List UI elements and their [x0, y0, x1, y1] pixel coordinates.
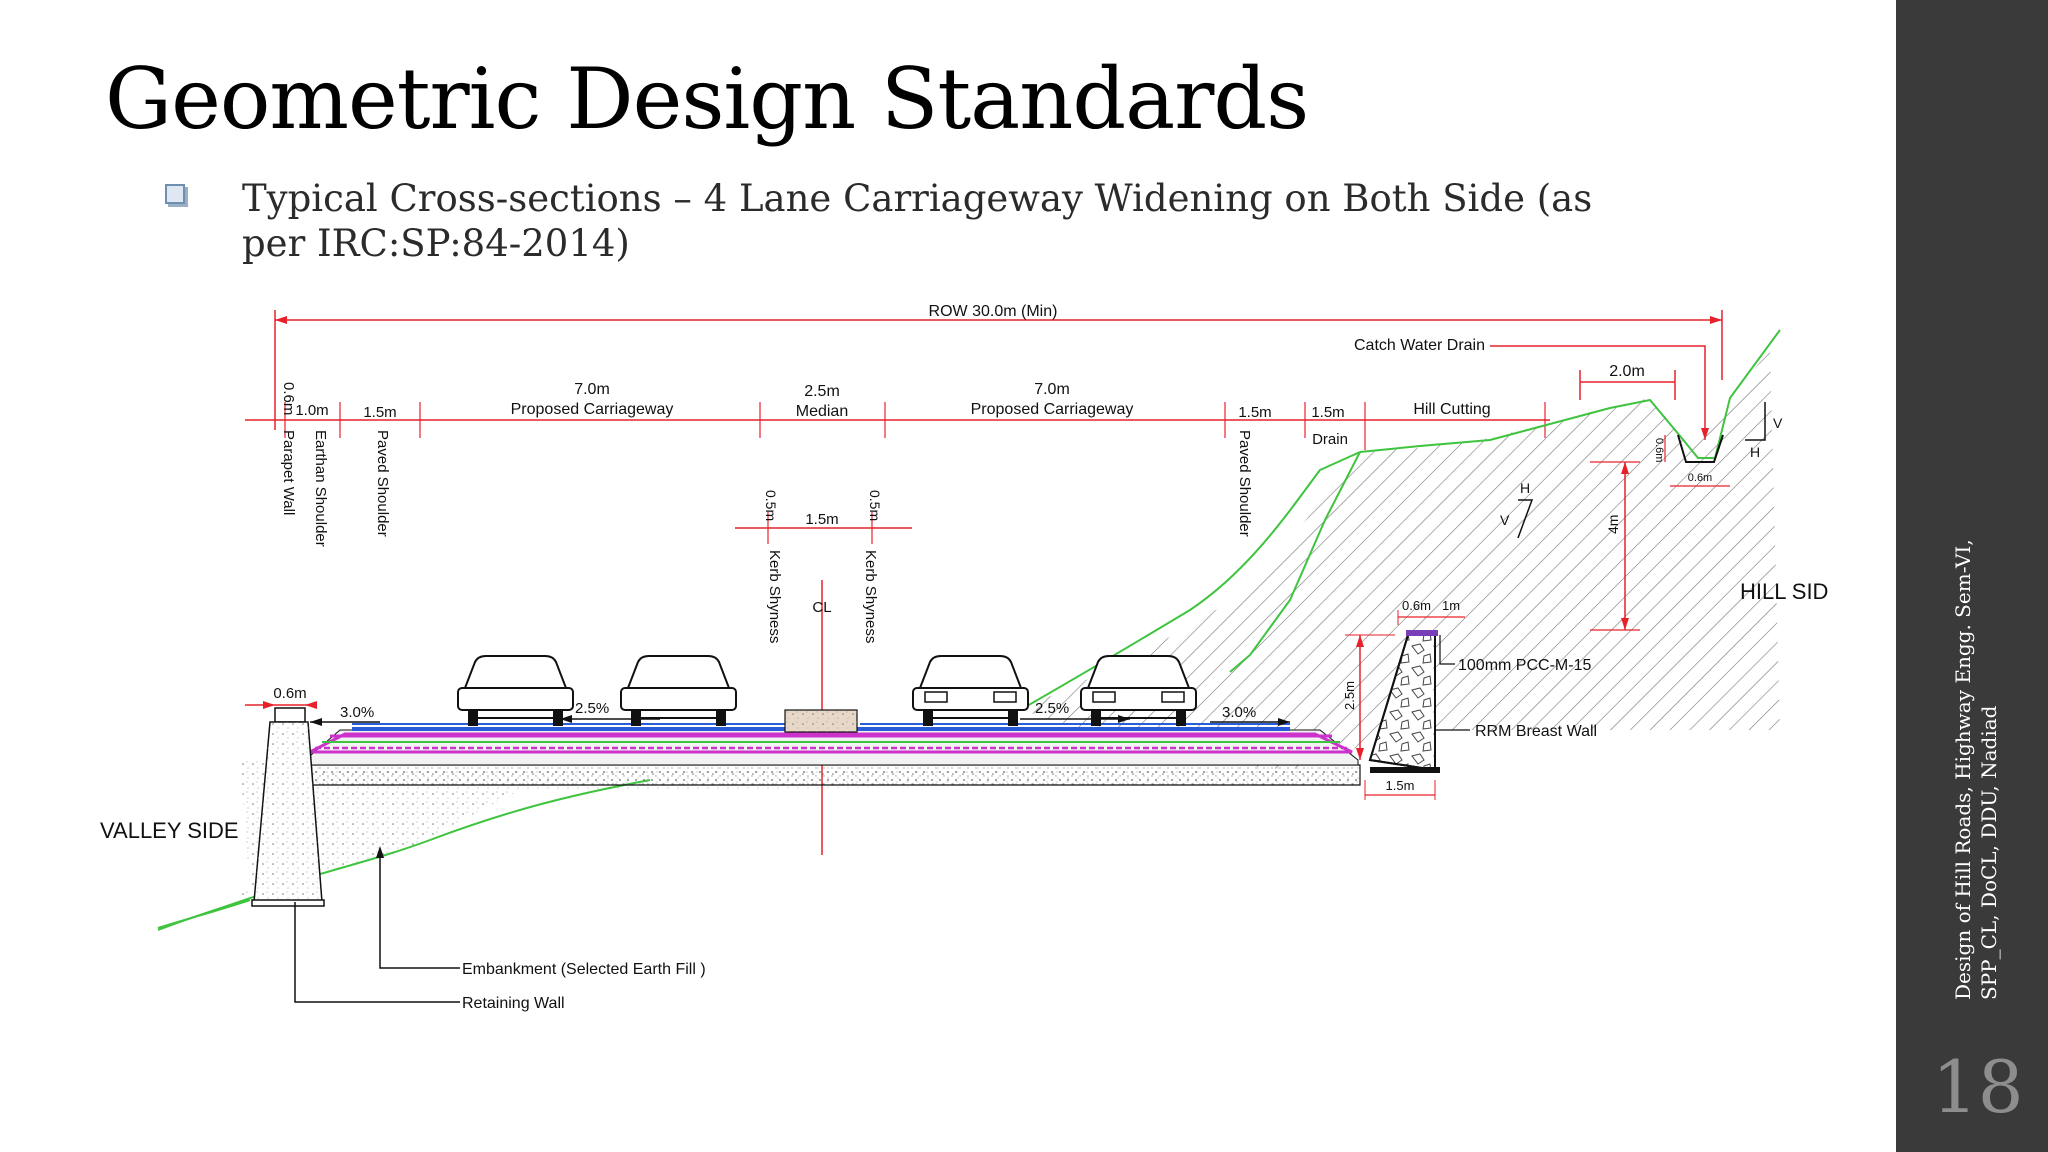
embankment — [150, 760, 1361, 931]
hill-cutting-label: Hill Cutting — [1413, 401, 1490, 418]
drain-right-label: Drain — [1312, 431, 1348, 448]
row-dimension: ROW 30.0m (Min) — [274, 303, 1723, 430]
embankment-label: Embankment (Selected Earth Fill ) — [462, 961, 706, 978]
parapet-width: 0.6m — [280, 382, 297, 415]
drain-right-width: 1.5m — [1311, 404, 1344, 421]
hill-height-label: 4m — [1605, 515, 1621, 534]
slope-arrows: 3.0% 2.5% 2.5% 3.0% — [310, 700, 1290, 726]
cw-right-label: Proposed Carriageway — [971, 401, 1134, 418]
car-3 — [912, 655, 1029, 726]
slope-left-label: 3.0% — [340, 704, 374, 721]
hill-height-dimension: 4m — [1590, 461, 1640, 631]
cw-slope-right-label: 2.5% — [1035, 700, 1069, 717]
row-label: ROW 30.0m (Min) — [929, 303, 1058, 320]
slope-right-label: 3.0% — [1222, 704, 1256, 721]
paved-left-width: 1.5m — [363, 404, 396, 421]
paved-right-label: Paved Shoulder — [1236, 430, 1253, 537]
slope-v-right: V — [1773, 415, 1783, 431]
paved-left-label: Paved Shoulder — [374, 430, 391, 537]
bullet-text: Typical Cross-sections – 4 Lane Carriage… — [242, 177, 1593, 265]
car-1 — [457, 655, 574, 726]
breast-wall-top: 0.6m — [1402, 598, 1431, 613]
breast-wall-top-2: 1m — [1442, 598, 1460, 613]
kerb-right-label: Kerb Shyness — [862, 550, 879, 643]
median-width: 2.5m — [804, 383, 840, 400]
cl-label: CL — [812, 599, 831, 616]
slope-h-left: H — [1520, 480, 1530, 496]
rrm-label: RRM Breast Wall — [1475, 723, 1597, 740]
wall-top-label: 0.6m — [273, 685, 306, 702]
slope-h-right: H — [1750, 444, 1760, 460]
car-2 — [620, 655, 737, 726]
cw-slope-left-label: 2.5% — [575, 700, 609, 717]
catch-drain-label: Catch Water Drain — [1354, 337, 1485, 354]
sidebar — [1896, 0, 2048, 1152]
retaining-label: Retaining Wall — [462, 995, 565, 1012]
page-number: 18 — [1932, 1045, 2024, 1129]
pcc-label: 100mm PCC-M-15 — [1458, 657, 1591, 674]
leaders: Embankment (Selected Earth Fill ) Retain… — [294, 846, 706, 1012]
retaining-wall: 0.6m — [245, 685, 325, 907]
earthen-width: 1.0m — [295, 402, 328, 419]
breast-wall-base: 1.5m — [1386, 778, 1415, 793]
cw-left-width: 7.0m — [574, 381, 610, 398]
kerb-mid-width: 1.5m — [805, 511, 838, 528]
paved-right-width: 1.5m — [1238, 404, 1271, 421]
catch-water-drain: 0.6m 0.6m V H — [1653, 402, 1783, 487]
width-dimension-line — [245, 402, 1550, 450]
cross-section-drawing: ROW 30.0m (Min) Catch Water Drain 2.0m 0… — [100, 303, 1830, 1012]
kerb-left-width: 0.5m — [763, 490, 779, 521]
breast-wall-height: 2.5m — [1342, 681, 1357, 710]
median-label: Median — [796, 403, 848, 420]
kerb-dimension: 0.5m 1.5m 0.5m Kerb Shyness Kerb Shyness — [735, 490, 912, 643]
parapet-label: Parapet Wall — [280, 430, 297, 515]
earthen-label: Earthan Shoulder — [312, 430, 329, 547]
drain-width-label: 2.0m — [1609, 363, 1645, 380]
cut-face — [1229, 451, 1361, 673]
valley-side-label: VALLEY SIDE — [100, 818, 239, 843]
cw-right-width: 7.0m — [1034, 381, 1070, 398]
hill-mass — [1020, 350, 1780, 770]
car-4 — [1080, 655, 1197, 726]
catch-drain-dimension: Catch Water Drain 2.0m — [1354, 337, 1709, 440]
checkbox-bullet-icon — [165, 184, 185, 204]
cw-left-label: Proposed Carriageway — [511, 401, 674, 418]
drain-base-label: 0.6m — [1688, 472, 1712, 484]
drain-depth-label: 0.6m — [1653, 438, 1665, 462]
breast-wall: 0.6m 1m 100mm PCC-M-15 RRM Breast Wall 2… — [1342, 598, 1597, 800]
valley-ground — [157, 899, 251, 929]
slide-title: Geometric Design Standards — [105, 50, 1309, 148]
kerb-left-label: Kerb Shyness — [766, 550, 783, 643]
hill-side-label: HILL SIDE — [1740, 579, 1830, 604]
kerb-right-width: 0.5m — [867, 490, 883, 521]
hill-ground-line — [1019, 329, 1781, 711]
slope-v-left: V — [1500, 512, 1510, 528]
footer-text: Design of Hill Roads, Highway Engg. Sem-… — [1951, 539, 2001, 1000]
pavement-layers — [302, 723, 1359, 766]
hill-slope-triangle: H V — [1500, 480, 1534, 539]
